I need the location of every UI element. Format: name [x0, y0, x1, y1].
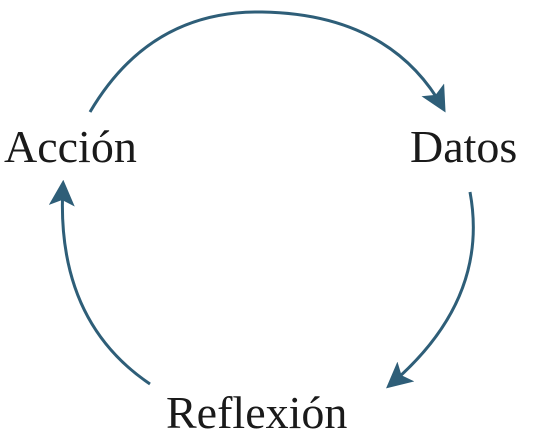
node-label-datos: Datos: [410, 121, 518, 172]
node-label-reflexion: Reflexión: [166, 387, 348, 438]
arrow-datos-to-reflexion: [386, 191, 475, 389]
arrow-accion-to-datos: [88, 10, 446, 113]
arrow-reflexion-to-accion: [48, 179, 151, 386]
node-label-accion: Acción: [4, 121, 137, 172]
